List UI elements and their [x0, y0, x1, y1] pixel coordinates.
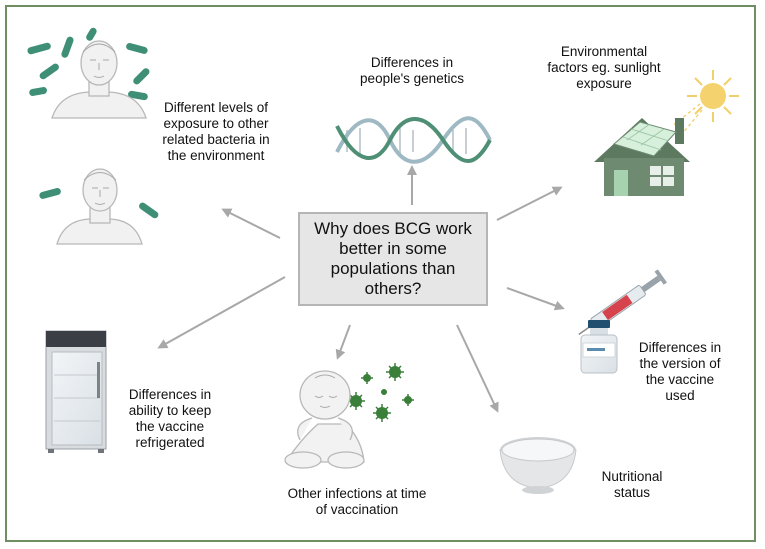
central-question-box: Why does BCG work better in some populat…: [298, 212, 488, 306]
dna-helix-icon: [335, 116, 492, 164]
arrow-to-nutrition: [456, 324, 499, 413]
label-refrigeration: Differences in ability to keep the vacci…: [128, 387, 212, 450]
baby-with-viruses-icon: [284, 363, 414, 469]
person-with-bacteria-icon: [27, 27, 150, 119]
label-environmental-factors: Environmental factors eg. sunlight expos…: [547, 44, 661, 91]
house-with-sun-icon: [594, 70, 739, 196]
label-nutritional-status: Nutritional status: [601, 469, 663, 500]
vaccine-vial-syringe-icon: [578, 269, 667, 374]
arrow-to-vaccine-version: [506, 287, 565, 311]
bowl-icon: [499, 437, 577, 494]
arrow-to-bacteria: [221, 208, 281, 239]
label-other-infections: Other infections at time of vaccination: [287, 486, 427, 517]
arrow-to-refrigeration: [157, 276, 286, 349]
arrow-to-environment: [496, 186, 563, 221]
arrow-to-infections: [335, 324, 351, 360]
central-question: Why does BCG work better in some populat…: [314, 219, 472, 298]
refrigerator-icon: [45, 330, 107, 453]
arrows: [157, 165, 565, 413]
person-with-few-bacteria-icon: [39, 168, 159, 245]
label-vaccine-version: Differences in the version of the vaccin…: [638, 340, 722, 403]
label-bacteria-exposure: Different levels of exposure to other re…: [162, 100, 270, 163]
label-genetics: Differences in people's genetics: [360, 55, 464, 86]
